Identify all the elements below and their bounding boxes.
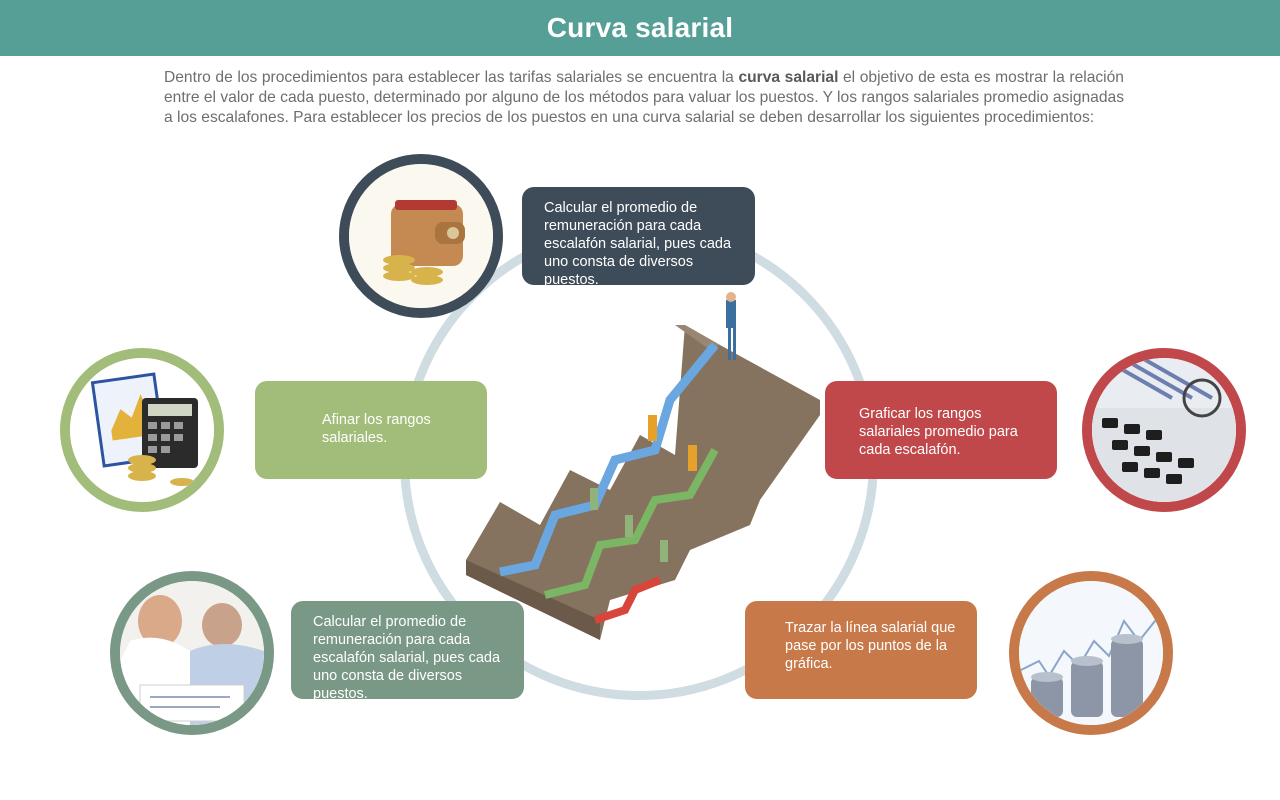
calculator-keys-icon bbox=[1082, 348, 1246, 512]
step-draw-salary-line: Trazar la línea salarial que pase por lo… bbox=[745, 601, 977, 699]
step-graph-ranges: Graficar los rangos salariales promedio … bbox=[825, 381, 1057, 479]
salary-staircase-illustration bbox=[460, 290, 830, 650]
intro-paragraph: Dentro de los procedimientos para establ… bbox=[164, 68, 1124, 128]
step-text-line: uno consta de diversos puestos. bbox=[544, 254, 694, 288]
step-text-line: pase por los puntos de la bbox=[785, 638, 948, 654]
page-title: Curva salarial bbox=[546, 12, 734, 43]
step-text-line: uno consta de diversos puestos. bbox=[313, 668, 463, 702]
step-refine-ranges: Afinar los rangos salariales. bbox=[255, 381, 487, 479]
wallet-coins-icon bbox=[339, 154, 503, 318]
intro-text-end: el objetivo de esta es mostrar la relaci… bbox=[164, 69, 1124, 126]
intro-bold-term: curva salarial bbox=[738, 69, 839, 86]
people-reviewing-icon bbox=[110, 571, 274, 735]
header-bar: Curva salarial bbox=[0, 0, 1280, 56]
step-text-line: gráfica. bbox=[785, 656, 833, 672]
coin-stacks-icon bbox=[1009, 571, 1173, 735]
step-calculate-average-bottom: Calcular el promedio de remuneración par… bbox=[291, 601, 524, 702]
step-text-line: Afinar los rangos bbox=[322, 412, 431, 428]
step-text-line: Graficar los rangos bbox=[859, 406, 982, 422]
calculator-chart-icon bbox=[60, 348, 224, 512]
step-calculate-average-top: Calcular el promedio de remuneración par… bbox=[522, 187, 755, 288]
step-text-line: cada escalafón. bbox=[859, 442, 961, 458]
step-text-line: remuneración para cada bbox=[544, 218, 702, 234]
step-text-line: escalafón salarial, pues cada bbox=[544, 236, 732, 252]
step-text-line: Calcular el promedio de bbox=[544, 200, 698, 216]
step-text-line: Calcular el promedio de bbox=[313, 614, 467, 630]
step-text-line: escalafón salarial, pues cada bbox=[313, 650, 501, 666]
step-text-line: remuneración para cada bbox=[313, 632, 471, 648]
step-text-line: Trazar la línea salarial que bbox=[785, 620, 956, 636]
intro-text-start: Dentro de los procedimientos para establ… bbox=[164, 69, 739, 86]
step-text-line: salariales promedio para bbox=[859, 424, 1018, 440]
step-text-line: salariales. bbox=[322, 430, 388, 446]
